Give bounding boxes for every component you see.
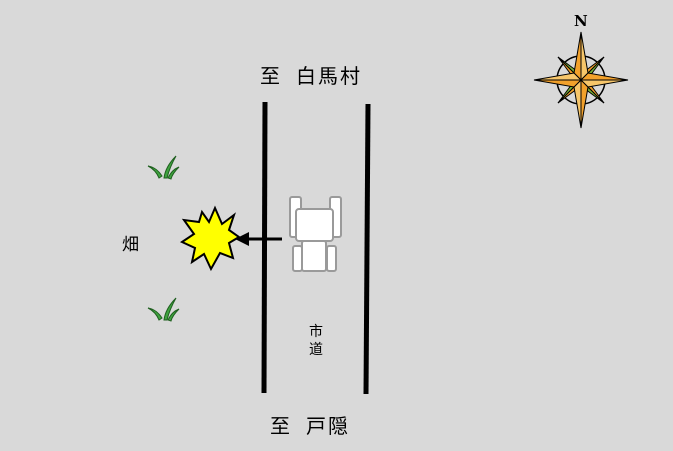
destination-north: 至白馬村 (260, 60, 362, 89)
destination-north-prefix: 至 (260, 64, 282, 88)
compass-north-letter: N (574, 12, 588, 30)
road-label: 市道 (309, 324, 323, 358)
tractor-icon (289, 196, 342, 272)
grass-tuft-icon (147, 297, 180, 322)
field-label: 畑 (122, 235, 139, 255)
destination-south-name: 戸隠 (306, 414, 350, 438)
collision-burst-icon (179, 205, 241, 272)
destination-north-name: 白馬村 (296, 64, 362, 88)
grass-tuft-icon (147, 155, 180, 180)
compass-rose-icon (533, 31, 629, 129)
road-edge-right (363, 103, 371, 395)
road-edge-left (261, 101, 268, 394)
destination-south-prefix: 至 (270, 414, 292, 438)
arrow-left-icon (235, 232, 282, 246)
destination-south: 至戸隠 (270, 410, 350, 439)
